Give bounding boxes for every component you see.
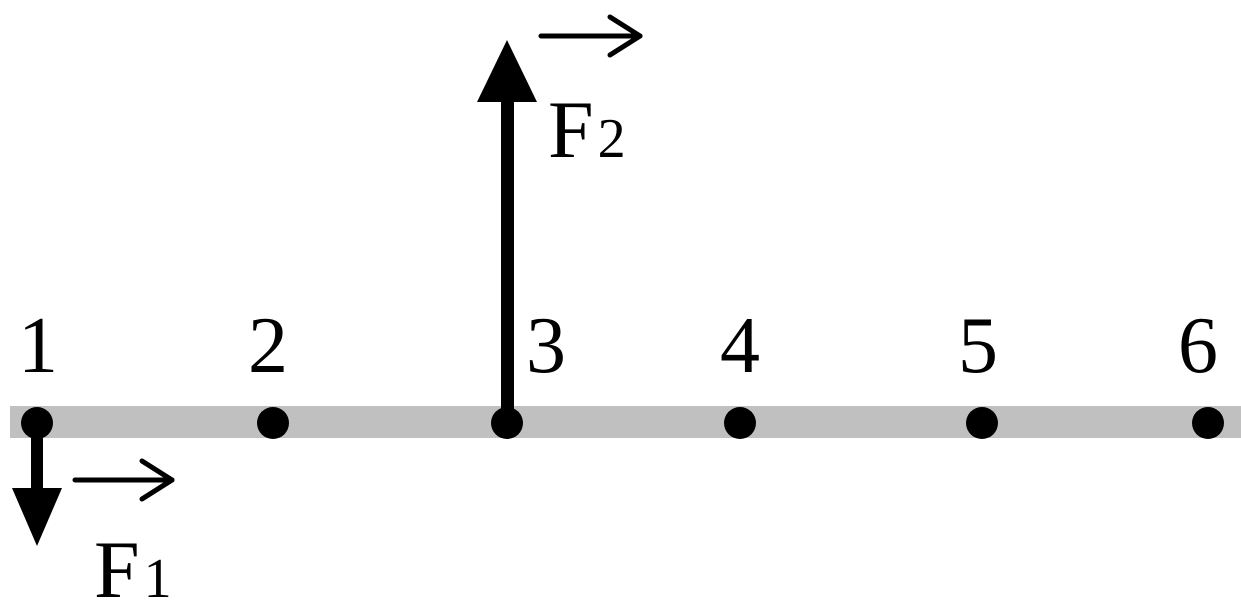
point-label-1: 1 <box>18 302 58 390</box>
vector-arrow-icon <box>72 458 175 502</box>
svg-text:F2: F2 <box>548 84 626 175</box>
force-letter-f1: F <box>94 524 140 605</box>
force-subscript-f1: 1 <box>144 548 172 605</box>
point-dot-6 <box>1192 407 1224 439</box>
point-dot-2 <box>257 407 289 439</box>
point-label-4: 4 <box>720 302 760 390</box>
force-arrow-f1 <box>12 423 62 546</box>
point-dot-1 <box>21 407 53 439</box>
bar <box>10 406 1241 438</box>
force-arrow-f2 <box>477 40 537 425</box>
force-label-f1: F1 <box>72 458 175 605</box>
point-label-5: 5 <box>958 302 998 390</box>
point-dot-3 <box>491 407 523 439</box>
point-label-3: 3 <box>526 302 566 390</box>
vector-arrow-icon <box>538 14 643 58</box>
point-dot-5 <box>966 407 998 439</box>
point-dot-4 <box>724 407 756 439</box>
point-label-2: 2 <box>248 302 288 390</box>
force-letter-f2: F <box>548 84 594 175</box>
point-label-6: 6 <box>1178 302 1218 390</box>
force-subscript-f2: 2 <box>598 108 626 170</box>
svg-text:F1: F1 <box>94 524 172 605</box>
force-label-f2: F2 <box>538 14 643 175</box>
